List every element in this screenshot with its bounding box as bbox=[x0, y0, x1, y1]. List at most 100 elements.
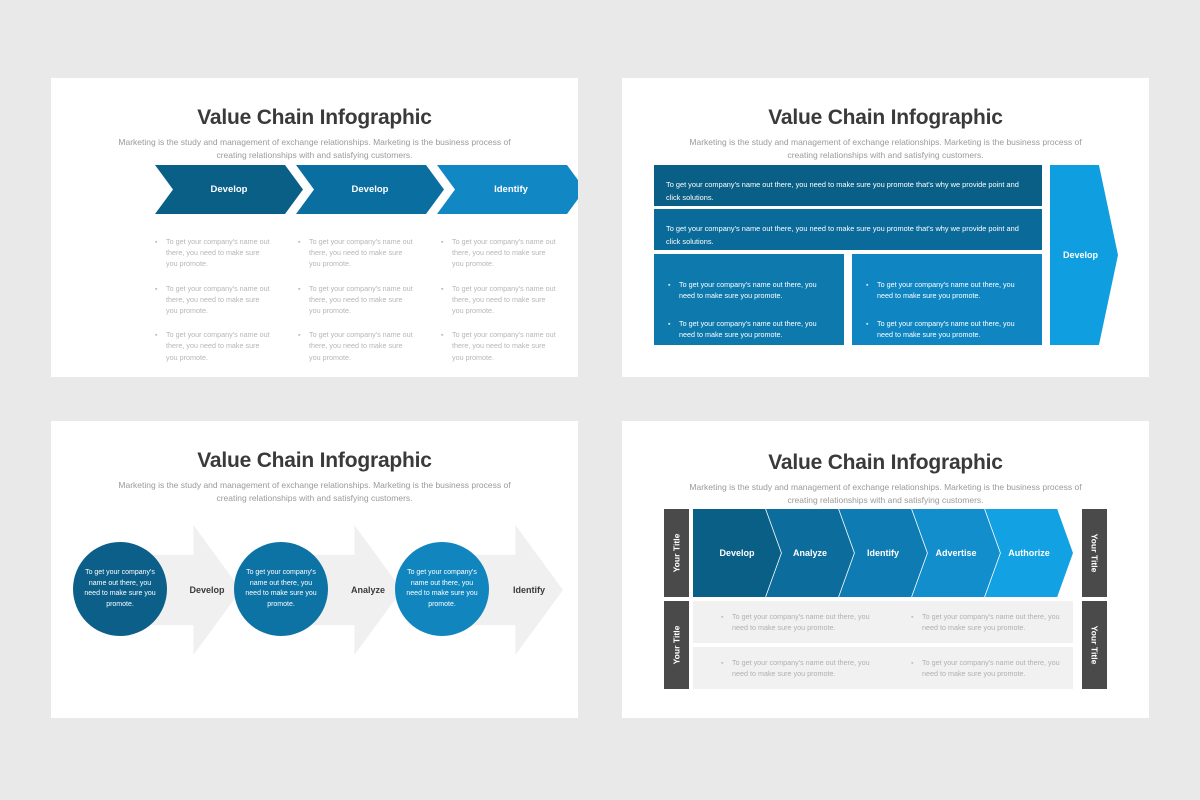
step-1-circle: To get your company's name out there, yo… bbox=[73, 542, 167, 636]
info-bar-2[interactable]: To get your company's name out there, yo… bbox=[654, 209, 1042, 250]
slide-card-4[interactable]: Value Chain Infographic Marketing is the… bbox=[622, 421, 1149, 718]
chevron-step-1[interactable]: Develop bbox=[155, 165, 303, 214]
page-subtitle: Marketing is the study and management of… bbox=[118, 480, 511, 503]
list-item-text: To get your company's name out there, yo… bbox=[452, 283, 556, 316]
info-box-2[interactable]: ▪ To get your company's name out there, … bbox=[852, 254, 1042, 345]
chevron-step-1-label: Develop bbox=[210, 184, 248, 195]
bullet-icon: ▪ bbox=[866, 320, 869, 328]
chevron-develop[interactable]: Develop bbox=[693, 509, 781, 597]
bullet-icon: ▪ bbox=[866, 282, 869, 289]
bullet-icon: ▪ bbox=[441, 332, 444, 340]
side-label-top-right[interactable]: Your Title bbox=[1082, 509, 1107, 597]
panel4-chevron-row: Develop Analyze Identify Advertise Autho… bbox=[693, 509, 1073, 597]
table-cell-text: To get your company's name out there, yo… bbox=[732, 612, 870, 633]
info-bar-1[interactable]: To get your company's name out there, yo… bbox=[654, 165, 1042, 206]
bullet-icon: ▪ bbox=[155, 239, 158, 246]
step-3-label-wrap: Identify bbox=[495, 525, 563, 655]
page-subtitle: Marketing is the study and management of… bbox=[689, 482, 1082, 505]
panel2-diagram: To get your company's name out there, yo… bbox=[654, 165, 1118, 345]
bullet-icon: ▪ bbox=[911, 614, 914, 621]
panel1-chevron-row: Develop Develop Identify bbox=[155, 165, 578, 214]
table-cell: ▪ To get your company's name out there, … bbox=[883, 601, 1073, 643]
chevron-authorize-label: Authorize bbox=[1008, 548, 1050, 558]
step-1-label-wrap: Develop bbox=[173, 525, 241, 655]
step-2-circle: To get your company's name out there, yo… bbox=[234, 542, 328, 636]
table-cell: ▪ To get your company's name out there, … bbox=[693, 647, 883, 689]
list-item-text: To get your company's name out there, yo… bbox=[166, 283, 270, 316]
process-step-3[interactable]: To get your company's name out there, yo… bbox=[395, 525, 563, 655]
info-box-1[interactable]: ▪ To get your company's name out there, … bbox=[654, 254, 844, 345]
list-item: ▪ To get your company's name out there, … bbox=[441, 283, 578, 317]
panel2-header: Value Chain Infographic Marketing is the… bbox=[622, 78, 1149, 161]
list-item: ▪ To get your company's name out there, … bbox=[852, 279, 1042, 302]
side-label-bottom-right[interactable]: Your Title bbox=[1082, 601, 1107, 689]
chevron-step-3[interactable]: Identify bbox=[437, 165, 578, 214]
slide-card-1[interactable]: Value Chain Infographic Marketing is the… bbox=[51, 78, 578, 377]
chevron-step-2[interactable]: Develop bbox=[296, 165, 444, 214]
list-item: ▪ To get your company's name out there, … bbox=[654, 279, 844, 302]
step-2-circle-text: To get your company's name out there, yo… bbox=[245, 569, 317, 608]
chevron-develop-label: Develop bbox=[719, 548, 755, 558]
step-1-label: Develop bbox=[189, 585, 225, 595]
chevron-step-2-label: Develop bbox=[351, 184, 389, 195]
step-2-label-wrap: Analyze bbox=[334, 525, 402, 655]
list-item: ▪ To get your company's name out there, … bbox=[155, 329, 298, 363]
info-bar-1-text: To get your company's name out there, yo… bbox=[666, 180, 1019, 202]
side-label-bottom-left-text: Your Title bbox=[671, 625, 682, 665]
chevron-step-3-label: Identify bbox=[494, 184, 528, 195]
list-item: ▪ To get your company's name out there, … bbox=[441, 329, 578, 363]
list-item-text: To get your company's name out there, yo… bbox=[877, 280, 1015, 301]
bullet-icon: ▪ bbox=[911, 660, 914, 667]
side-label-top-left-text: Your Title bbox=[671, 533, 682, 573]
bullet-column-1: ▪ To get your company's name out there, … bbox=[155, 236, 298, 376]
list-item-text: To get your company's name out there, yo… bbox=[679, 280, 817, 301]
list-item-text: To get your company's name out there, yo… bbox=[452, 237, 556, 269]
page-subtitle: Marketing is the study and management of… bbox=[689, 137, 1082, 160]
chevron-advertise-label: Advertise bbox=[935, 548, 977, 558]
bullet-icon: ▪ bbox=[721, 660, 724, 667]
bullet-icon: ▪ bbox=[155, 285, 158, 293]
side-label-bottom-left[interactable]: Your Title bbox=[664, 601, 689, 689]
bullet-column-2: ▪ To get your company's name out there, … bbox=[298, 236, 441, 376]
process-step-1[interactable]: To get your company's name out there, yo… bbox=[73, 525, 241, 655]
list-item-text: To get your company's name out there, yo… bbox=[166, 330, 270, 362]
bullet-icon: ▪ bbox=[441, 285, 444, 293]
page-title: Value Chain Infographic bbox=[768, 106, 1003, 129]
info-bar-2-text: To get your company's name out there, yo… bbox=[666, 224, 1019, 246]
list-item: ▪ To get your company's name out there, … bbox=[852, 318, 1042, 341]
table-cell: ▪ To get your company's name out there, … bbox=[883, 647, 1073, 689]
bullet-icon: ▪ bbox=[298, 239, 301, 246]
step-2-label: Analyze bbox=[350, 585, 385, 595]
table-cell-text: To get your company's name out there, yo… bbox=[922, 658, 1060, 679]
list-item-text: To get your company's name out there, yo… bbox=[166, 237, 270, 269]
page-title: Value Chain Infographic bbox=[768, 451, 1003, 474]
list-item-text: To get your company's name out there, yo… bbox=[877, 318, 1015, 340]
step-1-circle-text: To get your company's name out there, yo… bbox=[84, 569, 156, 608]
list-item: ▪ To get your company's name out there, … bbox=[298, 236, 441, 270]
list-item: ▪ To get your company's name out there, … bbox=[441, 236, 578, 270]
side-label-top-right-text: Your Title bbox=[1089, 533, 1100, 573]
step-3-circle: To get your company's name out there, yo… bbox=[395, 542, 489, 636]
list-item: ▪ To get your company's name out there, … bbox=[155, 283, 298, 317]
list-item: ▪ To get your company's name out there, … bbox=[298, 283, 441, 317]
page-subtitle: Marketing is the study and management of… bbox=[118, 137, 511, 160]
list-item-text: To get your company's name out there, yo… bbox=[679, 318, 817, 340]
list-item-text: To get your company's name out there, yo… bbox=[309, 237, 413, 269]
arrow-right-icon[interactable]: Develop bbox=[1050, 165, 1118, 345]
bullet-icon: ▪ bbox=[721, 614, 724, 621]
panel3-header: Value Chain Infographic Marketing is the… bbox=[51, 421, 578, 504]
bullet-icon: ▪ bbox=[155, 332, 158, 340]
list-item: ▪ To get your company's name out there, … bbox=[298, 329, 441, 363]
list-item-text: To get your company's name out there, yo… bbox=[309, 330, 413, 362]
slide-card-2[interactable]: Value Chain Infographic Marketing is the… bbox=[622, 78, 1149, 377]
list-item: ▪ To get your company's name out there, … bbox=[654, 318, 844, 341]
panel1-header: Value Chain Infographic Marketing is the… bbox=[51, 78, 578, 161]
list-item: ▪ To get your company's name out there, … bbox=[155, 236, 298, 270]
table-row: ▪ To get your company's name out there, … bbox=[693, 647, 1073, 689]
process-step-2[interactable]: To get your company's name out there, yo… bbox=[234, 525, 402, 655]
side-label-top-left[interactable]: Your Title bbox=[664, 509, 689, 597]
slide-card-3[interactable]: Value Chain Infographic Marketing is the… bbox=[51, 421, 578, 718]
side-label-bottom-right-text: Your Title bbox=[1089, 625, 1100, 665]
panel1-bullet-columns: ▪ To get your company's name out there, … bbox=[155, 236, 578, 376]
